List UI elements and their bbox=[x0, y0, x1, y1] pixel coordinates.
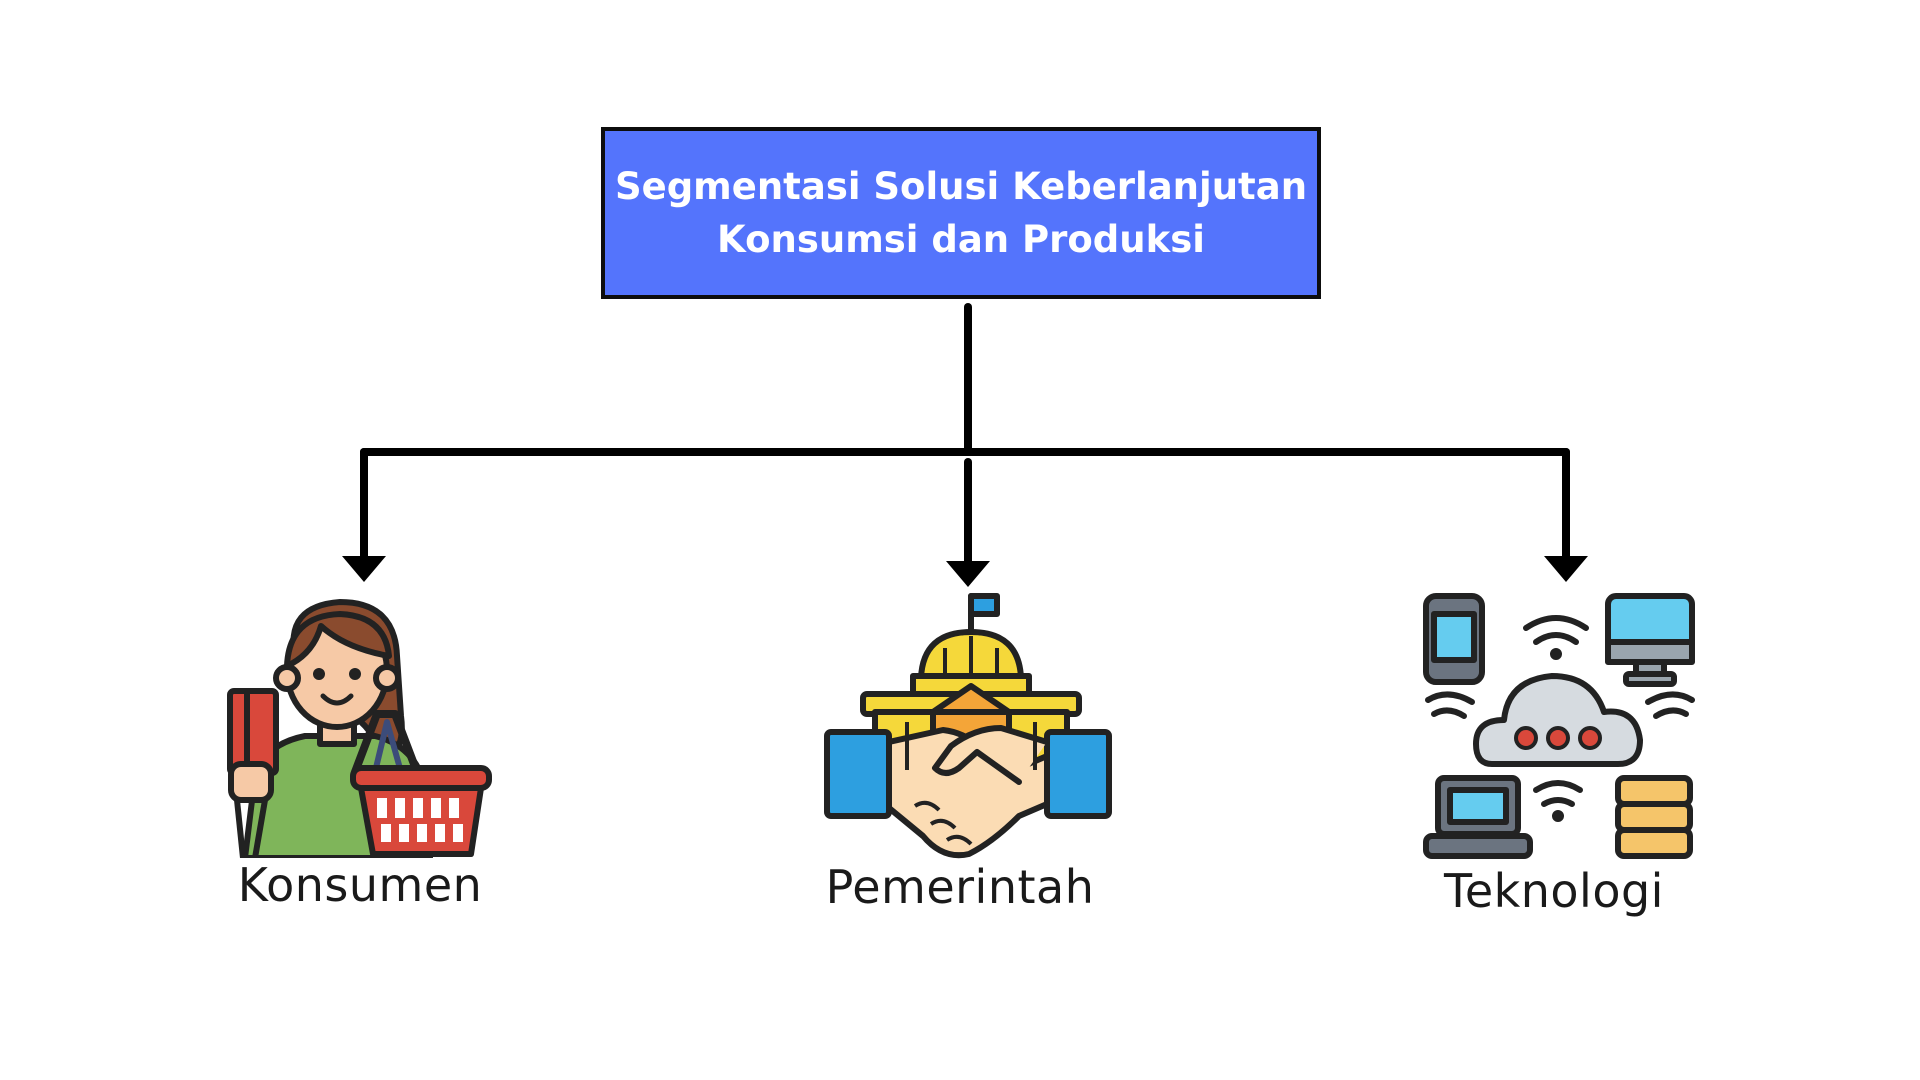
arrowhead-right bbox=[1544, 556, 1588, 582]
shopper-with-basket-icon bbox=[227, 599, 492, 858]
arrowhead-left bbox=[342, 556, 386, 582]
root-title-line-1: Segmentasi Solusi Keberlanjutan bbox=[614, 165, 1308, 208]
child-label-pemerintah: Pemerintah bbox=[825, 860, 1095, 914]
arrowhead-center bbox=[946, 561, 990, 587]
child-label-konsumen: Konsumen bbox=[237, 858, 483, 912]
root-node: Segmentasi Solusi Keberlanjutan Konsumsi… bbox=[601, 127, 1321, 299]
child-label-teknologi: Teknologi bbox=[1444, 864, 1664, 918]
connector-strokes bbox=[360, 303, 1570, 569]
root-title-line-2: Konsumsi dan Produksi bbox=[717, 218, 1205, 261]
government-handshake-icon bbox=[824, 593, 1112, 859]
cloud-network-devices-icon bbox=[1423, 593, 1695, 859]
arrowheads bbox=[342, 556, 1588, 587]
